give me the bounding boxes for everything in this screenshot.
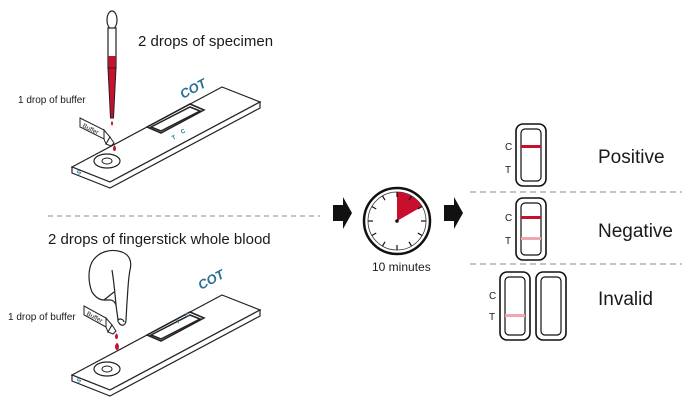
result-label-negative: Negative — [598, 221, 673, 242]
specimen-instruction-top: 2 drops of specimen — [138, 33, 273, 50]
pipette-icon — [106, 10, 118, 126]
cassette-s-mark-top: S — [76, 170, 82, 177]
control-line — [521, 145, 541, 148]
buffer-bottle-icon — [83, 305, 117, 335]
specimen-instruction-bottom: 2 drops of fingerstick whole blood — [48, 231, 271, 248]
test-line — [521, 237, 541, 240]
bottom-procedure: COT C T S 2 drops of fingerstick whole b… — [8, 231, 271, 397]
result-window-inner — [504, 276, 526, 336]
blood-drop-icon — [115, 333, 118, 339]
control-label: C — [505, 142, 512, 153]
result-label-positive: Positive — [598, 147, 665, 168]
arrow-right-icon — [444, 197, 463, 229]
test-line — [505, 314, 525, 317]
cassette-c-mark-bottom: C — [184, 312, 191, 320]
result-window-inner — [520, 202, 542, 256]
cassette-t-mark-bottom: T — [175, 319, 181, 326]
test-label: T — [505, 165, 511, 176]
result-negative: C T Negative — [505, 197, 673, 261]
arrow-right-icon — [333, 197, 352, 229]
cassette-brand-bottom: COT — [195, 266, 227, 293]
control-label: C — [489, 291, 496, 302]
result-window-inner — [520, 128, 542, 182]
timer-label: 10 minutes — [372, 260, 431, 274]
blood-drop-icon — [115, 343, 119, 350]
buffer-instruction-top: 1 drop of buffer — [18, 95, 86, 106]
cassette-t-mark-top: T — [171, 135, 177, 142]
buffer-drop-icon — [113, 145, 116, 151]
control-label: C — [505, 213, 512, 224]
test-label: T — [489, 312, 495, 323]
buffer-instruction-bottom: 1 drop of buffer — [8, 312, 76, 323]
cassette-c-mark-top: C — [180, 128, 187, 136]
control-line — [521, 216, 541, 219]
test-cassette-bottom — [71, 294, 261, 397]
hand-icon — [88, 249, 132, 326]
result-window-inner — [540, 276, 562, 336]
result-positive: C T Positive — [505, 123, 665, 187]
cassette-s-mark-bottom: S — [76, 378, 82, 385]
result-label-invalid: Invalid — [598, 289, 653, 310]
buffer-bottle-icon — [79, 117, 115, 147]
top-procedure: COT C T S 2 drops of specimen 1 drop of … — [18, 10, 273, 189]
result-invalid: C T Invalid — [489, 271, 653, 341]
test-label: T — [505, 236, 511, 247]
timer-clock-icon — [362, 186, 432, 256]
